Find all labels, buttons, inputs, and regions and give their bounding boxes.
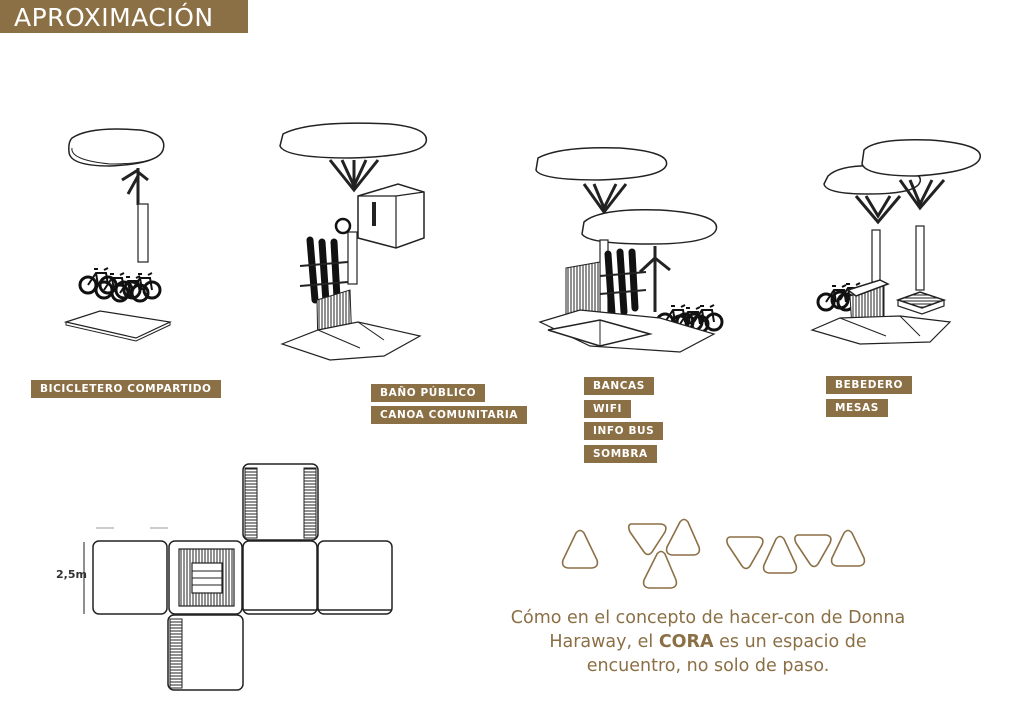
caption-line-2-pre: Haraway, el [549, 632, 659, 652]
label-info-bus: INFO BUS [584, 422, 664, 440]
caption: Cómo en el concepto de hacer-con de Donn… [508, 606, 908, 678]
module-bebedero [810, 138, 981, 345]
label-bicicletero: BICICLETERO COMPARTIDO [31, 380, 221, 398]
module-bancas [535, 146, 724, 353]
module-bano [279, 122, 428, 361]
caption-line-2-post: es un espacio de [713, 632, 867, 652]
page-title: APROXIMACIÓN [14, 3, 214, 32]
module-bicicletero [63, 128, 173, 342]
caption-line-2: Haraway, el CORA es un espacio de [508, 630, 908, 654]
plan-dimension-label: 2,5m [56, 568, 87, 581]
title-bar: APROXIMACIÓN [0, 0, 248, 33]
caption-line-1: Cómo en el concepto de hacer-con de Donn… [510, 608, 906, 628]
caption-cora: CORA [658, 632, 714, 652]
label-mesas: MESAS [826, 399, 888, 417]
caption-line-3: encuentro, no solo de paso. [586, 656, 830, 676]
label-canoa-comunitaria: CANOA COMUNITARIA [371, 406, 528, 424]
floor-plan [83, 463, 393, 691]
triangle-shapes [561, 518, 866, 589]
label-wifi: WIFI [584, 400, 631, 418]
label-bebedero: BEBEDERO [826, 376, 913, 394]
label-bano-publico: BAÑO PÚBLICO [371, 384, 486, 402]
label-sombra: SOMBRA [584, 445, 657, 463]
label-bancas: BANCAS [584, 377, 654, 395]
